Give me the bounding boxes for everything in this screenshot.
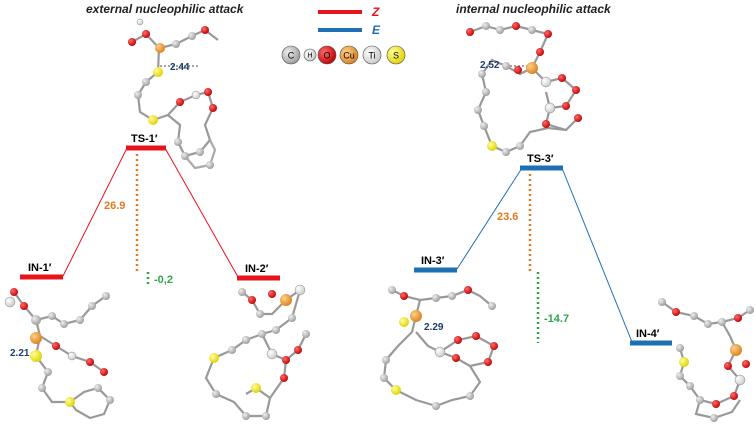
distance-ts1: 2.44 (170, 62, 190, 73)
molecule-in2 (204, 284, 310, 420)
atom-s-label: S (393, 51, 399, 61)
atom-cu-label: Cu (343, 51, 355, 61)
molecule-in4 (658, 298, 754, 422)
atom-c-swatch (281, 45, 301, 65)
reaction-value-left: -0,2 (154, 274, 173, 286)
atom-ti-label: Ti (368, 51, 375, 61)
atom-s-swatch (386, 45, 406, 65)
label-in1: IN-1′ (28, 262, 52, 274)
molecule-ts1: 2.44 (128, 18, 219, 170)
atom-c-label: C (288, 51, 295, 61)
label-in4: IN-4′ (636, 328, 660, 340)
connector-ts1-in2 (164, 147, 239, 278)
distance-in1: 2.21 (10, 348, 30, 359)
legend: Z E C H O Cu Ti S (281, 5, 406, 65)
title-internal: internal nucleophilic attack (456, 2, 612, 16)
legend-e-label: E (372, 23, 381, 37)
atom-cu-swatch (339, 45, 359, 65)
barrier-value-right: 23.6 (497, 211, 518, 223)
label-in3: IN-3′ (421, 255, 445, 267)
reaction-value-right: -14.7 (544, 313, 569, 325)
left-profile: TS-1′ IN-1′ IN-2′ 26.9 -0,2 (20, 133, 280, 286)
molecule-in3: 2.29 (380, 286, 498, 410)
connector-in3-ts3 (456, 167, 523, 270)
label-in2: IN-2′ (245, 263, 269, 275)
atom-o-swatch (317, 45, 337, 65)
label-ts3: TS-3′ (527, 153, 554, 165)
connector-ts3-in4 (561, 167, 633, 343)
connector-in1-ts1 (62, 147, 128, 277)
label-ts1: TS-1′ (131, 133, 158, 145)
atom-o-label: O (323, 51, 330, 61)
distance-ts3: 2.52 (480, 60, 500, 71)
molecule-ts3: 2.52 (466, 22, 582, 156)
title-external: external nucleophilic attack (86, 2, 245, 16)
atom-legend: C H O Cu Ti S (281, 45, 406, 65)
barrier-value-left: 26.9 (104, 200, 125, 212)
atom-h-swatch (303, 48, 317, 62)
atom-ti-swatch (362, 45, 382, 65)
right-profile: TS-3′ IN-3′ IN-4′ 23.6 -14.7 (414, 153, 672, 346)
molecule-in1: 2.21 (4, 288, 114, 420)
legend-z-label: Z (371, 5, 380, 19)
atom-h-label: H (307, 53, 312, 60)
distance-in3: 2.29 (424, 322, 444, 333)
